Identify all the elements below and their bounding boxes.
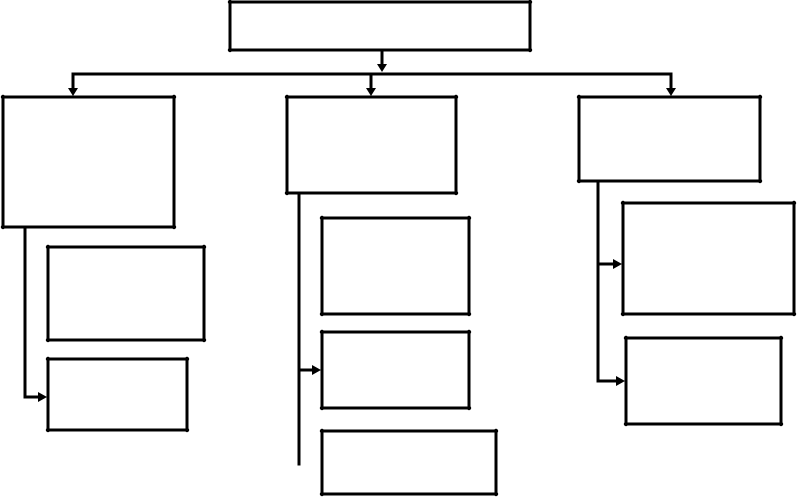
branch-2-box <box>285 95 458 195</box>
arrowhead-root-bus <box>377 64 387 72</box>
connectors <box>23 48 676 466</box>
root-box <box>228 0 532 52</box>
branch-1-child-2-node <box>46 357 189 432</box>
branch-1-child-1-box <box>46 245 206 342</box>
corner-dot <box>757 178 763 184</box>
corner-dot <box>527 0 533 5</box>
branch-3-child-1-box <box>621 201 796 316</box>
corner-dot <box>171 224 177 230</box>
branch-1-box <box>1 95 176 229</box>
corner-dot <box>319 405 325 411</box>
corner-dot <box>284 94 290 100</box>
corner-dot <box>319 329 325 335</box>
branch-2-child-2-node <box>320 330 471 410</box>
corner-dot <box>791 200 797 206</box>
corner-dot <box>466 215 472 221</box>
root-node <box>228 0 532 52</box>
branch-3-child-2-box <box>624 336 783 426</box>
corner-dot <box>45 244 51 250</box>
branch-3-child-1-node <box>621 201 796 316</box>
corner-dot <box>184 356 190 362</box>
corner-dot <box>493 491 499 497</box>
corner-dot <box>227 47 233 53</box>
corner-dot <box>493 428 499 434</box>
corner-dot <box>45 337 51 343</box>
corner-dot <box>576 94 582 100</box>
branch-2-node <box>285 95 458 195</box>
corner-dot <box>453 190 459 196</box>
branch-1-child-1-node <box>46 245 206 342</box>
corner-dot <box>620 200 626 206</box>
corner-dot <box>319 215 325 221</box>
corner-dot <box>0 94 6 100</box>
corner-dot <box>184 427 190 433</box>
branch-3-node <box>577 95 762 183</box>
corner-dot <box>45 356 51 362</box>
corner-dot <box>778 335 784 341</box>
corner-dot <box>453 94 459 100</box>
branch-2-child-2-box <box>320 330 471 410</box>
arrowhead-branch-3 <box>666 88 676 96</box>
arrowhead-branch-2-child-2 <box>312 365 321 375</box>
corner-dot <box>0 224 6 230</box>
arrowhead-branch-1-child-2 <box>38 392 47 402</box>
corner-dot <box>45 427 51 433</box>
corner-dot <box>319 311 325 317</box>
corner-dot <box>778 421 784 427</box>
branch-3-box <box>577 95 762 183</box>
branch-2-child-3-node <box>320 429 498 496</box>
corner-dot <box>319 428 325 434</box>
corner-dot <box>466 329 472 335</box>
arrowhead-branch-3-child-2 <box>616 376 625 386</box>
branch-2-child-3-box <box>320 429 498 496</box>
corner-dot <box>466 405 472 411</box>
arrowhead-branch-3-child-1 <box>613 259 622 269</box>
corner-dot <box>527 47 533 53</box>
corner-dot <box>576 178 582 184</box>
corner-dot <box>466 311 472 317</box>
branch-3-child-2-node <box>624 336 783 426</box>
corner-dot <box>623 421 629 427</box>
branch-2-child-1-node <box>320 216 471 316</box>
corner-dot <box>227 0 233 5</box>
corner-dot <box>319 491 325 497</box>
corner-dot <box>201 337 207 343</box>
corner-dot <box>791 311 797 317</box>
arrowhead-branch-1 <box>68 88 78 96</box>
corner-dot <box>171 94 177 100</box>
corner-dot <box>620 311 626 317</box>
branch-1-child-2-box <box>46 357 189 432</box>
branch-2-child-1-box <box>320 216 471 316</box>
corner-dot <box>757 94 763 100</box>
corner-dot <box>623 335 629 341</box>
arrowhead-branch-2 <box>366 88 376 96</box>
branch-1-node <box>1 95 176 229</box>
corner-dot <box>201 244 207 250</box>
corner-dot <box>284 190 290 196</box>
